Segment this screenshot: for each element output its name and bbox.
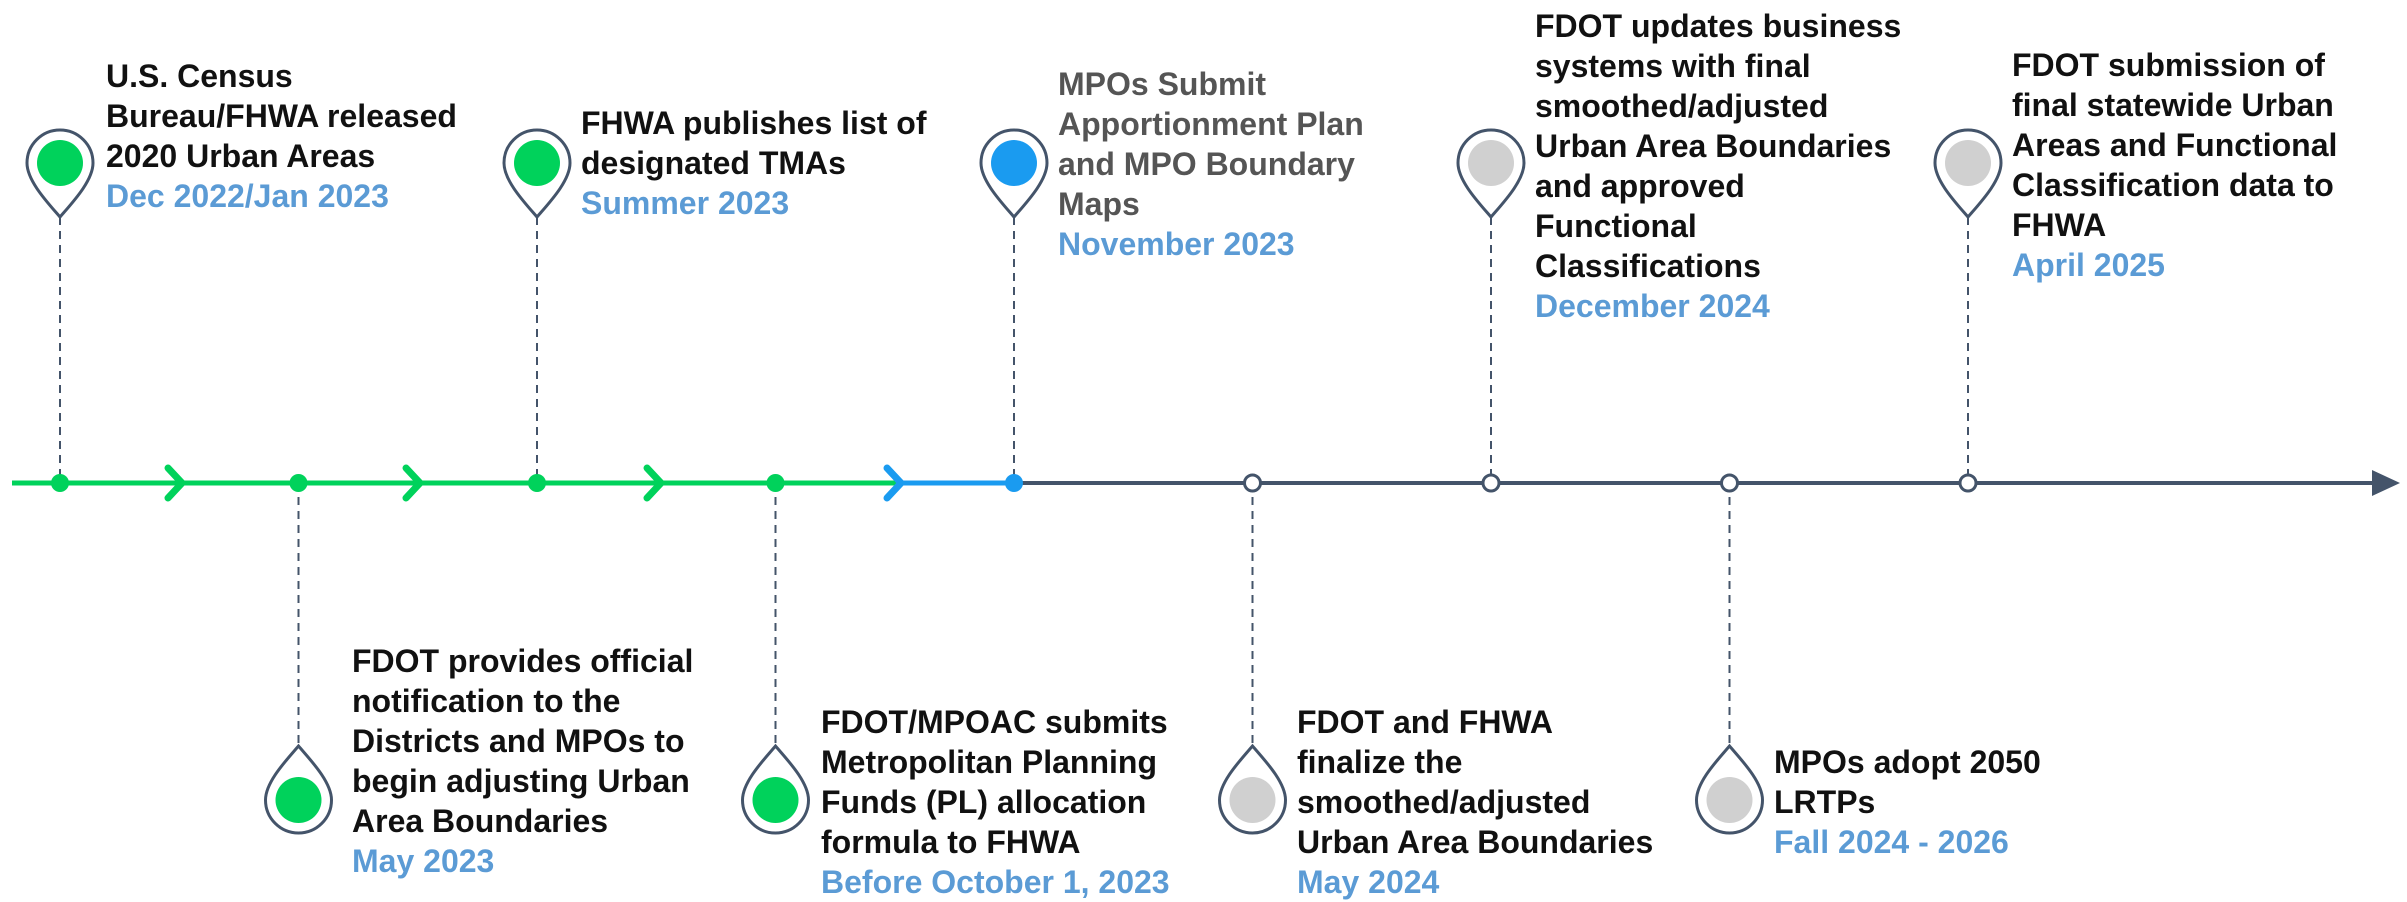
event-label-fdot-notification: FDOT provides official notification to t… (352, 641, 693, 881)
event-label-pl-formula: FDOT/MPOAC submits Metropolitan Planning… (821, 702, 1170, 902)
progress-chevron-icon (402, 464, 424, 502)
event-label-finalize-boundaries: FDOT and FHWA finalize the smoothed/adju… (1297, 702, 1653, 902)
map-pin-icon (25, 128, 95, 220)
event-date: May 2024 (1297, 864, 1440, 900)
event-label-final-submission: FDOT submission of final statewide Urban… (2012, 45, 2337, 285)
progress-chevron-icon (643, 464, 665, 502)
event-date: Dec 2022/Jan 2023 (106, 178, 389, 214)
event-label-mpo-apportionment: MPOs Submit Apportionment Plan and MPO B… (1058, 64, 1364, 264)
event-description: FDOT and FHWA finalize the smoothed/adju… (1297, 704, 1654, 860)
event-description: MPOs Submit Apportionment Plan and MPO B… (1058, 66, 1364, 222)
map-pin-icon (502, 128, 572, 220)
map-pin-icon (1694, 743, 1765, 835)
event-description: MPOs adopt 2050 LRTPs (1774, 744, 2041, 820)
event-date: Fall 2024 - 2026 (1774, 824, 2009, 860)
event-description: FDOT submission of final statewide Urban… (2012, 47, 2338, 243)
event-date: May 2023 (352, 843, 495, 879)
event-description: FDOT/MPOAC submits Metropolitan Planning… (821, 704, 1168, 860)
map-pin-icon (1933, 128, 2003, 220)
axis-marker (766, 474, 785, 492)
event-date: April 2025 (2012, 247, 2165, 283)
event-date: Summer 2023 (581, 185, 790, 221)
axis-marker (1005, 474, 1023, 492)
map-pin-icon (263, 743, 334, 835)
axis-marker (289, 474, 308, 492)
progress-chevron-icon (883, 464, 905, 502)
axis-marker (1243, 473, 1262, 493)
axis-marker (1958, 473, 1978, 493)
event-label-business-systems: FDOT updates business systems with final… (1535, 6, 1901, 326)
event-description: FDOT updates business systems with final… (1535, 8, 1902, 284)
axis-marker (528, 474, 546, 492)
event-date: Before October 1, 2023 (821, 864, 1170, 900)
event-description: U.S. Census Bureau/FHWA released 2020 Ur… (106, 58, 457, 174)
progress-chevron-icon (164, 464, 186, 502)
event-description: FDOT provides official notification to t… (352, 643, 694, 839)
axis-marker (1481, 473, 1501, 493)
map-pin-icon (740, 743, 811, 835)
map-pin-icon (1456, 128, 1526, 220)
event-date: December 2024 (1535, 288, 1770, 324)
axis-marker (1720, 473, 1739, 493)
axis-arrowhead-icon (2372, 470, 2400, 496)
event-label-census-release: U.S. Census Bureau/FHWA released 2020 Ur… (106, 56, 457, 216)
axis-marker (51, 474, 69, 492)
event-description: FHWA publishes list of designated TMAs (581, 105, 927, 181)
map-pin-icon (1217, 743, 1288, 835)
map-pin-icon (979, 128, 1049, 220)
event-date: November 2023 (1058, 226, 1295, 262)
